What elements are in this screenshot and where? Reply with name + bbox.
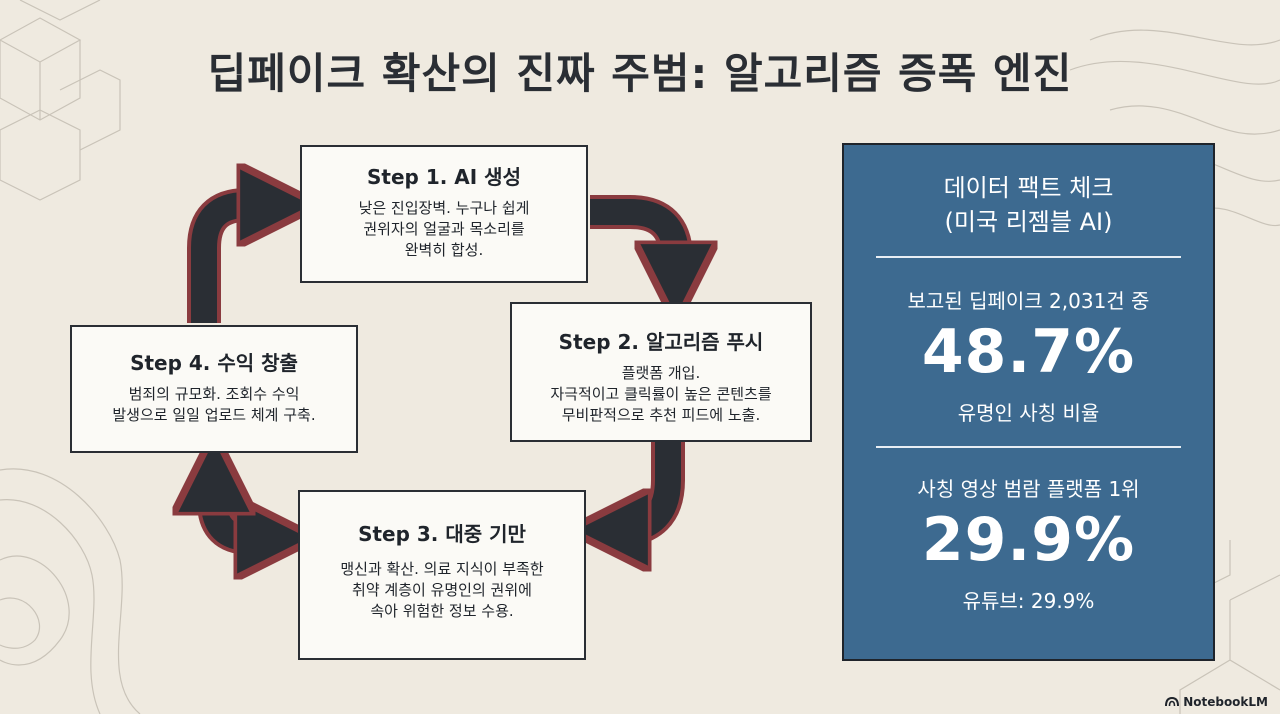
stat-1-label: 보고된 딥페이크 2,031건 중	[907, 289, 1150, 313]
step-3-description: 맹신과 확산. 의료 지식이 부족한 취약 계층이 유명인의 권위에 속아 위험…	[340, 560, 544, 620]
stat-2-label: 사칭 영상 범람 플랫폼 1위	[917, 477, 1140, 501]
facts-divider	[876, 256, 1181, 258]
facts-title: 데이터 팩트 체크	[943, 174, 1114, 202]
step-4-title: Step 4. 수익 창출	[130, 351, 298, 375]
stat-1-value: 48.7%	[921, 317, 1136, 387]
step-2-description: 플랫폼 개입. 자극적이고 클릭률이 높은 콘텐츠를 무비판적으로 추천 피드에…	[550, 364, 772, 424]
arrow-step3-to-step4	[214, 474, 275, 538]
stat-2-caption: 유튜브: 29.9%	[962, 589, 1095, 613]
step-2-title: Step 2. 알고리즘 푸시	[558, 330, 764, 354]
step-2-box: Step 2. 알고리즘 푸시 플랫폼 개입. 자극적이고 클릭률이 높은 콘텐…	[510, 302, 812, 442]
stat-1-caption: 유명인 사칭 비율	[957, 401, 1100, 425]
brand-label: NotebookLM	[1183, 695, 1268, 709]
data-fact-check-panel: 데이터 팩트 체크 (미국 리젬블 AI) 보고된 딥페이크 2,031건 중 …	[842, 143, 1215, 661]
arrow-step2-to-step3	[610, 442, 685, 530]
brand-watermark: NotebookLM	[1165, 695, 1268, 709]
step-4-box: Step 4. 수익 창출 범죄의 규모화. 조회수 수익 발생으로 일일 업로…	[70, 325, 358, 453]
arrow-step1-to-step2	[590, 195, 676, 282]
step-3-title: Step 3. 대중 기만	[358, 522, 526, 546]
step-1-box: Step 1. AI 생성 낮은 진입장벽. 누구나 쉽게 권위자의 얼굴과 목…	[300, 145, 588, 283]
page-title: 딥페이크 확산의 진짜 주범: 알고리즘 증폭 엔진	[207, 49, 1073, 98]
step-3-box: Step 3. 대중 기만 맹신과 확산. 의료 지식이 부족한 취약 계층이 …	[298, 490, 586, 660]
step-4-description: 범죄의 규모화. 조회수 수익 발생으로 일일 업로드 체계 구축.	[112, 385, 316, 424]
notebooklm-logo-icon	[1165, 697, 1180, 707]
stat-2-value: 29.9%	[921, 505, 1136, 575]
step-1-title: Step 1. AI 생성	[367, 165, 521, 189]
facts-divider	[876, 446, 1181, 448]
arrow-step4-to-step1	[187, 205, 278, 323]
step-1-description: 낮은 진입장벽. 누구나 쉽게 권위자의 얼굴과 목소리를 완벽히 합성.	[358, 199, 530, 259]
facts-subtitle: (미국 리젬블 AI)	[944, 208, 1113, 236]
